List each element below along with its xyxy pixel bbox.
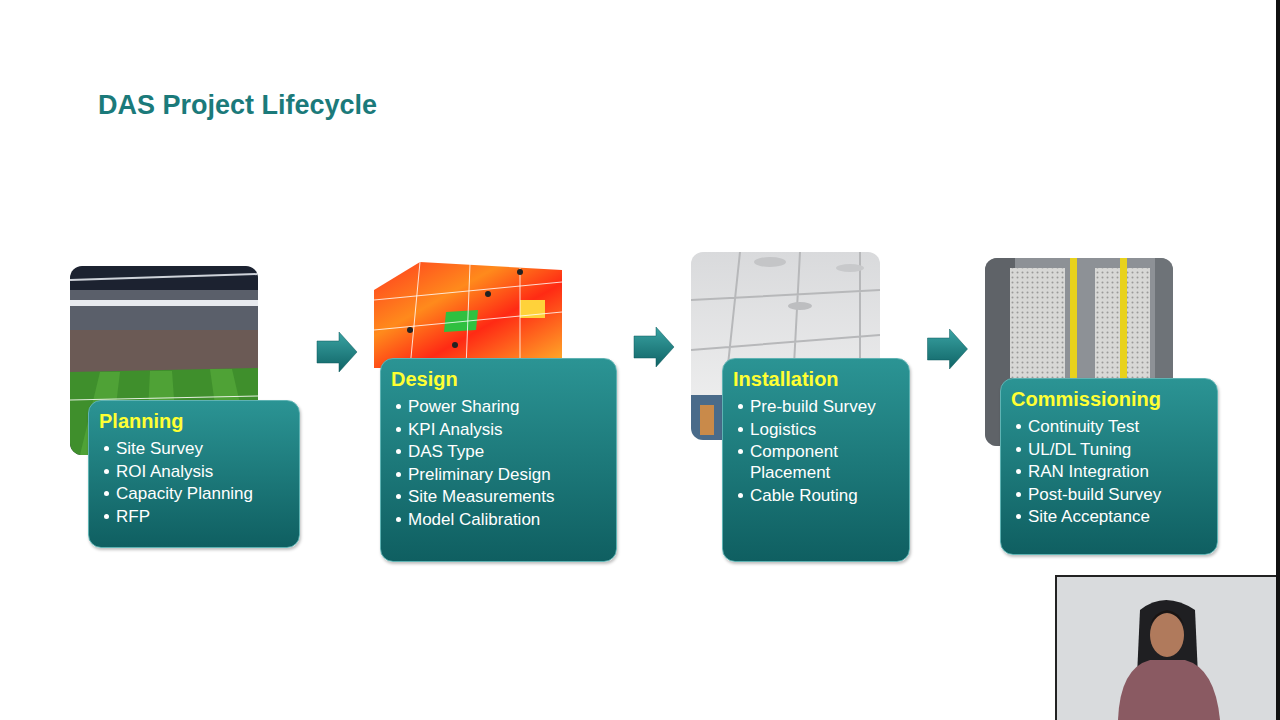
bullet-dot	[396, 472, 401, 477]
task-item: DAS Type	[391, 441, 606, 462]
stage-box: InstallationPre-build SurveyLogisticsCom…	[691, 252, 910, 562]
task-item: Logistics	[733, 419, 899, 440]
task-item: UL/DL Tuning	[1011, 439, 1207, 460]
stage-heading: Design	[391, 367, 606, 392]
task-item: RFP	[99, 506, 289, 527]
bullet-dot	[1016, 514, 1021, 519]
bullet-dot	[396, 404, 401, 409]
diagram-title: DAS Project Lifecycle	[98, 90, 377, 121]
stage-panel: PlanningSite SurveyROI AnalysisCapacity …	[88, 400, 300, 548]
task-item: Capacity Planning	[99, 483, 289, 504]
stage-heading: Installation	[733, 367, 899, 392]
task-item: Post-build Survey	[1011, 484, 1207, 505]
stage-heading: Planning	[99, 409, 289, 434]
task-item: Continuity Test	[1011, 416, 1207, 437]
flow-arrow	[928, 329, 968, 369]
heatmap-picture	[374, 262, 562, 368]
flow-arrow	[317, 332, 357, 372]
bullet-dot	[1016, 424, 1021, 429]
task-item: Power Sharing	[391, 396, 606, 417]
task-item: Preliminary Design	[391, 464, 606, 485]
stage-box: DesignPower SharingKPI AnalysisDAS TypeP…	[374, 258, 617, 562]
task-item: KPI Analysis	[391, 419, 606, 440]
task-item: Model Calibration	[391, 509, 606, 530]
ceiling-photo	[691, 252, 880, 440]
bullet-dot	[104, 514, 109, 519]
bullet-dot	[396, 449, 401, 454]
task-item: RAN Integration	[1011, 461, 1207, 482]
bullet-dot	[738, 427, 743, 432]
stage-heading: Commissioning	[1011, 387, 1207, 412]
task-item: Component Placement	[733, 441, 899, 483]
task-item: ROI Analysis	[99, 461, 289, 482]
bullet-dot	[738, 493, 743, 498]
task-item: Site Measurements	[391, 486, 606, 507]
bullet-dot	[104, 469, 109, 474]
stage-box: PlanningSite SurveyROI AnalysisCapacity …	[70, 266, 300, 548]
task-item: Cable Routing	[733, 485, 899, 506]
bullet-dot	[396, 517, 401, 522]
stage-panel: CommissioningContinuity TestUL/DL Tuning…	[1000, 378, 1218, 555]
bullet-dot	[396, 494, 401, 499]
bullet-dot	[738, 404, 743, 409]
stage-panel: InstallationPre-build SurveyLogisticsCom…	[722, 358, 910, 562]
task-item: Pre-build Survey	[733, 396, 899, 417]
task-item: Site Survey	[99, 438, 289, 459]
bullet-dot	[104, 446, 109, 451]
bullet-dot	[1016, 492, 1021, 497]
presenter-video	[1055, 0, 1280, 720]
bullet-dot	[104, 491, 109, 496]
bullet-dot	[738, 449, 743, 454]
bullet-dot	[1016, 447, 1021, 452]
flow-arrow	[634, 327, 674, 367]
bullet-dot	[396, 427, 401, 432]
bullet-dot	[1016, 469, 1021, 474]
stage-panel: DesignPower SharingKPI AnalysisDAS TypeP…	[380, 358, 617, 562]
task-item: Site Acceptance	[1011, 506, 1207, 527]
stage-box: CommissioningContinuity TestUL/DL Tuning…	[985, 258, 1218, 555]
